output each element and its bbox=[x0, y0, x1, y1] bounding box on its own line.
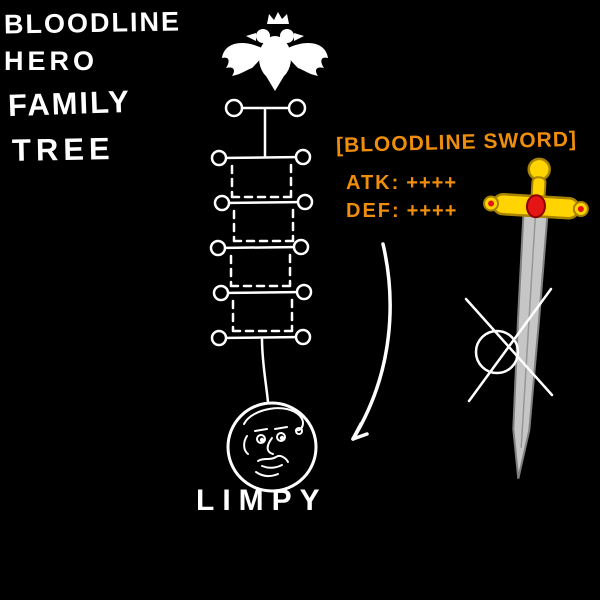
descent-line bbox=[260, 337, 270, 404]
sword-blade bbox=[512, 212, 549, 479]
arrow-to-portrait-icon bbox=[351, 242, 392, 441]
ancestor-couple bbox=[224, 98, 307, 158]
guard-gem-left bbox=[488, 200, 495, 207]
title-line-tree: TREE bbox=[11, 131, 115, 168]
portrait-caption: LIMPY bbox=[196, 484, 328, 517]
atk-value: ++++ bbox=[406, 172, 457, 194]
atk-label: ATK: bbox=[346, 172, 401, 194]
sword-blade-ridge bbox=[520, 218, 536, 448]
def-value: ++++ bbox=[406, 200, 458, 222]
family-tree-graphic bbox=[209, 98, 318, 493]
double-eagle-icon bbox=[222, 29, 328, 91]
dashed-descent-lines bbox=[229, 163, 295, 333]
guard-gem-right bbox=[577, 205, 584, 212]
title-line-bloodline: BLOODLINE bbox=[3, 6, 182, 40]
portrait-circle bbox=[226, 401, 318, 493]
def-stat: DEF:++++ bbox=[346, 200, 457, 223]
face-doodle-icon bbox=[243, 407, 304, 478]
sparkle-glint-icon bbox=[464, 287, 554, 403]
title-line-hero: HERO bbox=[4, 46, 99, 76]
generation-bars bbox=[209, 148, 314, 347]
sword-gem bbox=[525, 194, 546, 219]
atk-stat: ATK:++++ bbox=[346, 172, 457, 195]
crown-icon bbox=[267, 12, 289, 24]
title-line-family: FAMILY bbox=[7, 83, 132, 124]
def-label: DEF: bbox=[346, 200, 401, 222]
sword-icon bbox=[483, 157, 589, 479]
